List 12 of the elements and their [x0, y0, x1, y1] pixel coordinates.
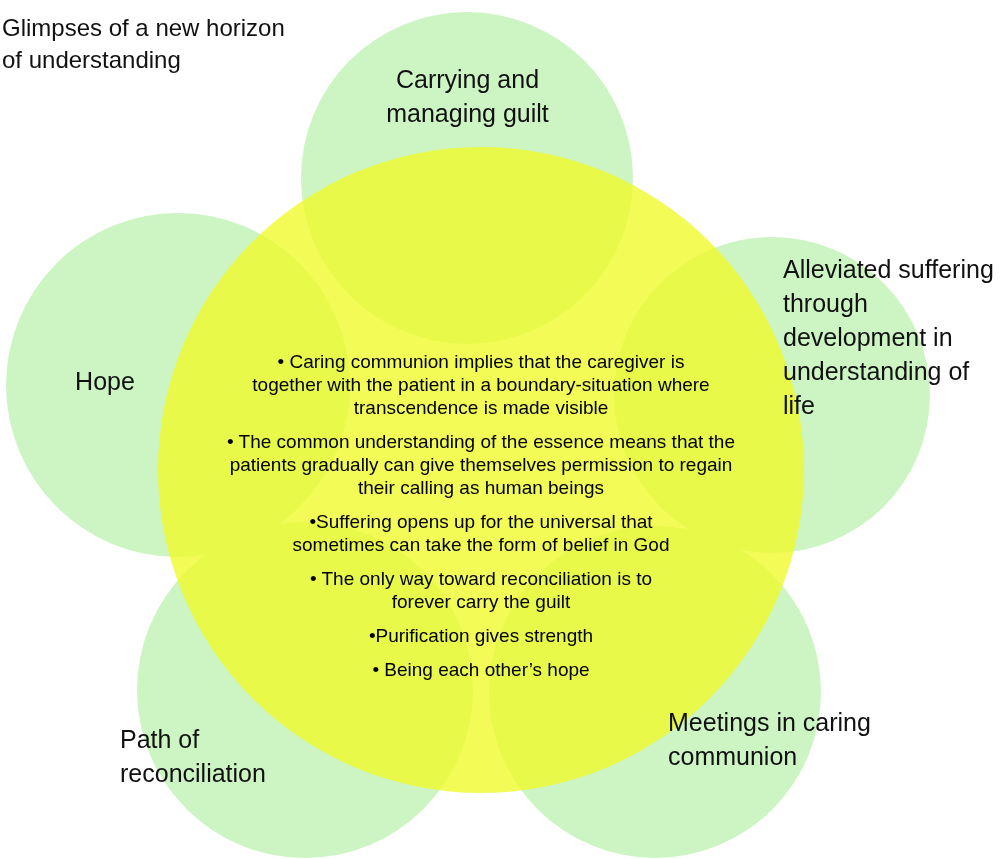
- bullet-text: •Purification gives strength: [367, 624, 595, 647]
- bullet-text: • The common understanding of the essence means that the patients gradually can give themselves permission to regain their calling as human beings: [226, 430, 736, 499]
- petal-label: Hope: [74, 366, 136, 397]
- petal-label: Alleviated suffering through development in understanding of life: [783, 254, 995, 421]
- heading-text: Glimpses of a new horizon of understanding: [2, 13, 286, 75]
- petal-label: Path of reconciliation: [120, 724, 267, 789]
- bullet-text: • Being each other’s hope: [371, 658, 591, 681]
- petal-label: Meetings in caring communion: [668, 707, 872, 772]
- bullet-text: • Caring communion implies that the caregiver is together with the patient in a boundary-situation where transcendence is made visible: [251, 350, 711, 419]
- bullet-text: •Suffering opens up for the universal that sometimes can take the form of belief in God: [291, 510, 671, 556]
- petal-label: Carrying and managing guilt: [385, 64, 550, 129]
- bullet-text: • The only way toward reconciliation is to forever carry the guilt: [308, 567, 654, 613]
